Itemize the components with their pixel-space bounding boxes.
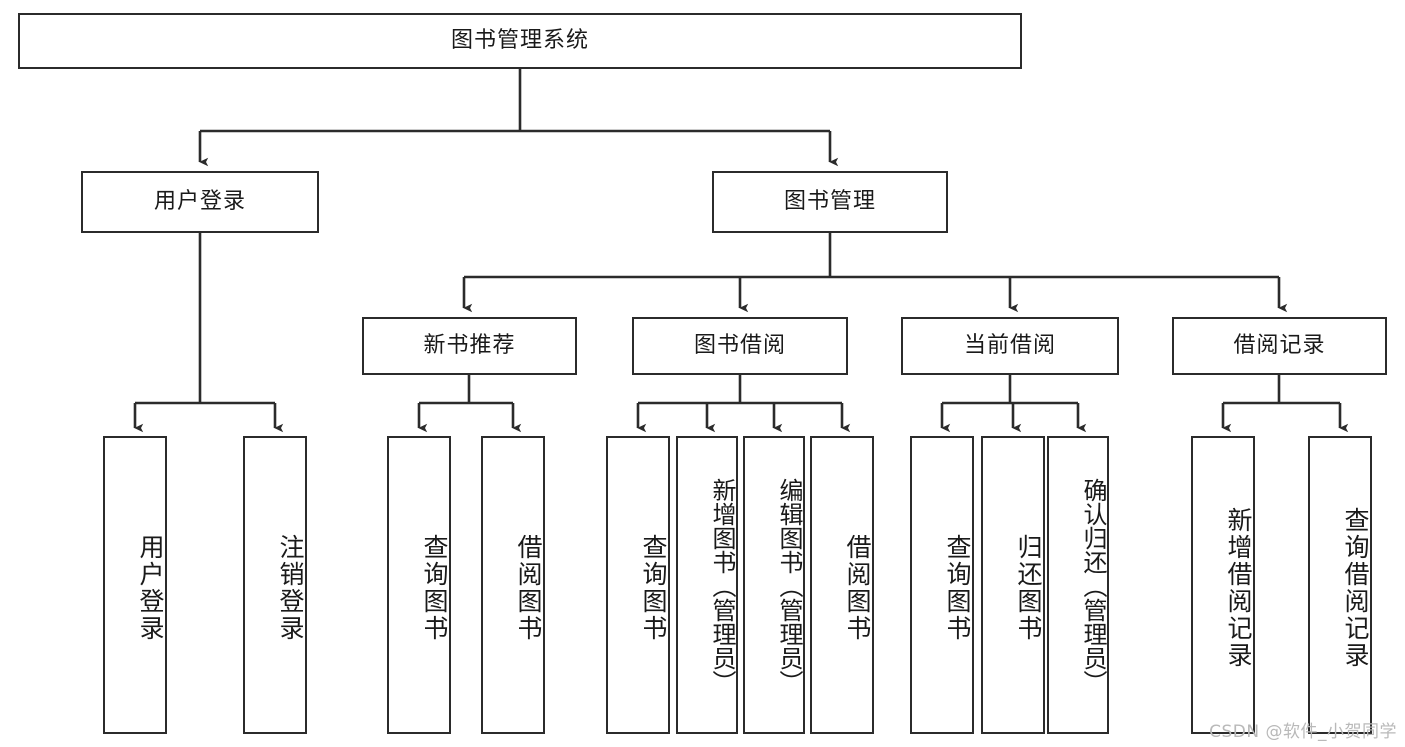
node-leaf-add-record[interactable]: 新增借阅记录: [1191, 436, 1255, 734]
node-book-borrow[interactable]: 图书借阅: [632, 317, 848, 375]
node-leaf-return-book[interactable]: 归还图书: [981, 436, 1045, 734]
node-leaf-user-login[interactable]: 用户登录: [103, 436, 167, 734]
node-leaf-query-book-3[interactable]: 查询图书: [910, 436, 974, 734]
node-leaf-query-book-1[interactable]: 查询图书: [387, 436, 451, 734]
node-leaf-confirm-return[interactable]: 确认归还（管理员）: [1047, 436, 1109, 734]
csdn-watermark: CSDN @软件_小贺同学: [1209, 722, 1397, 742]
node-leaf-add-book[interactable]: 新增图书（管理员）: [676, 436, 738, 734]
node-leaf-logout[interactable]: 注销登录: [243, 436, 307, 734]
node-leaf-query-book-2[interactable]: 查询图书: [606, 436, 670, 734]
node-leaf-borrow-book-1[interactable]: 借阅图书: [481, 436, 545, 734]
node-current-borrow[interactable]: 当前借阅: [901, 317, 1119, 375]
node-user-login[interactable]: 用户登录: [81, 171, 319, 233]
node-new-book-rec[interactable]: 新书推荐: [362, 317, 577, 375]
node-book-manage[interactable]: 图书管理: [712, 171, 948, 233]
node-leaf-borrow-book-2[interactable]: 借阅图书: [810, 436, 874, 734]
node-leaf-query-record[interactable]: 查询借阅记录: [1308, 436, 1372, 734]
node-root[interactable]: 图书管理系统: [18, 13, 1022, 69]
node-leaf-edit-book[interactable]: 编辑图书（管理员）: [743, 436, 805, 734]
node-borrow-record[interactable]: 借阅记录: [1172, 317, 1387, 375]
